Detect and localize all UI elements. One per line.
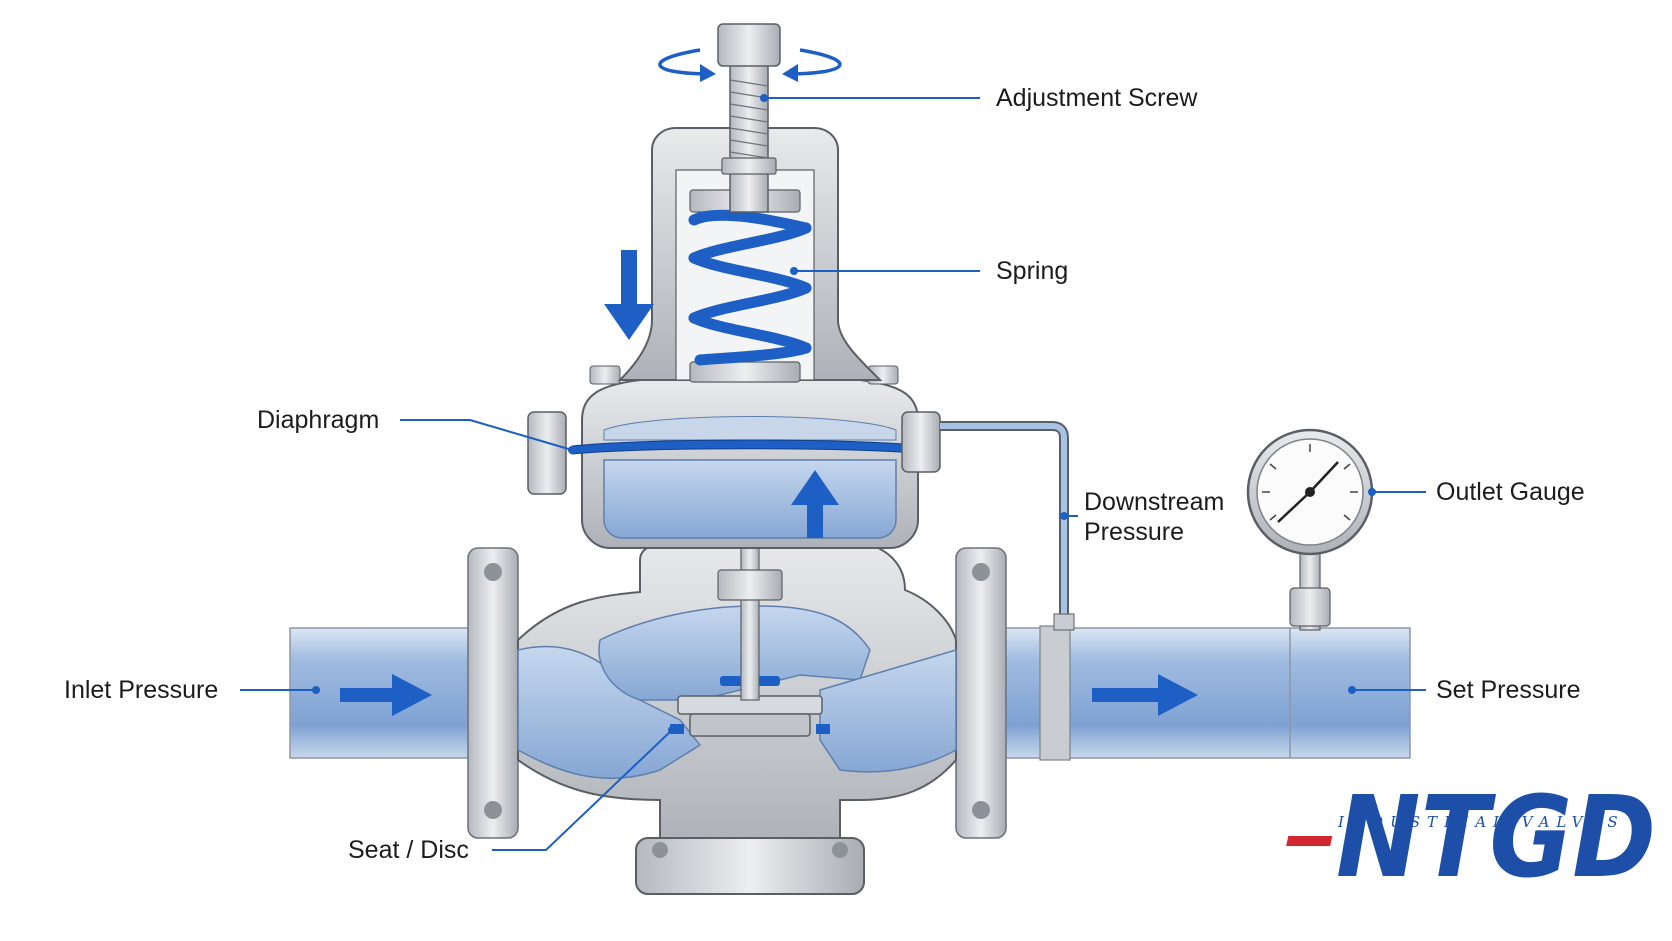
left-bolt <box>527 411 567 495</box>
label-seat-disc: Seat / Disc <box>348 836 469 864</box>
label-adjustment-screw: Adjustment Screw <box>996 84 1198 112</box>
leader-dots <box>312 94 1376 734</box>
gauge-needle <box>1277 491 1311 523</box>
inlet-flange <box>467 547 519 839</box>
outlet-gauge <box>1246 428 1374 631</box>
ntgd-logo: NTGD <box>1286 773 1656 903</box>
lock-nut <box>721 157 777 175</box>
outlet-flange <box>955 547 1007 839</box>
inlet-flow-arrow-icon <box>340 674 432 716</box>
leader-lines <box>240 97 1426 851</box>
bottom-plug <box>635 837 865 895</box>
diaphragm-chamber <box>527 365 941 549</box>
logo-tagline: INDUSTRIAL VALVES <box>1338 813 1625 831</box>
lower-spring-plate <box>689 361 801 383</box>
adjustment-screw <box>717 23 781 213</box>
label-set-pressure: Set Pressure <box>1436 676 1581 704</box>
sensing-line <box>940 421 1075 631</box>
label-inlet-pressure: Inlet Pressure <box>64 676 219 704</box>
spring-force-arrow-icon <box>604 250 654 340</box>
outlet-cavity <box>819 648 957 773</box>
leader-diaphragm <box>400 419 573 451</box>
lower-chamber <box>603 459 897 539</box>
intermediate-cavity <box>598 605 871 701</box>
leader-seat-disc <box>492 729 673 851</box>
right-bolt <box>901 411 941 473</box>
label-outlet-gauge: Outlet Gauge <box>1436 478 1585 506</box>
outlet-pipe <box>989 625 1411 761</box>
screw-head <box>717 23 781 67</box>
label-diaphragm: Diaphragm <box>257 406 380 434</box>
seat-disc <box>670 676 830 737</box>
logo-red-bar <box>1286 836 1333 846</box>
label-downstream-pressure: Downstream Pressure <box>1084 488 1225 546</box>
spring <box>688 209 812 366</box>
rotation-arrows-icon <box>658 48 842 82</box>
logo-wordmark: NTGD <box>1336 773 1656 903</box>
label-spring: Spring <box>996 257 1069 285</box>
outlet-pipe-coupling <box>1039 625 1071 761</box>
outlet-flow-arrow-icon <box>1092 674 1198 716</box>
feedback-force-arrow-icon <box>791 470 839 538</box>
